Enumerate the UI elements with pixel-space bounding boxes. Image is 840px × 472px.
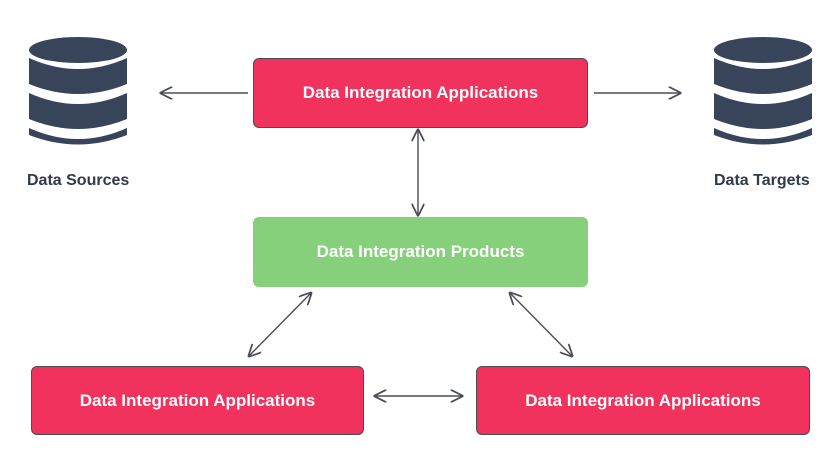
bottom-left-app-box: Data Integration Applications — [31, 366, 364, 435]
arrow-products-bottom-right — [510, 293, 572, 356]
products-box: Data Integration Products — [253, 217, 588, 287]
data-sources-label: Data Sources — [27, 172, 130, 189]
database-icon — [714, 37, 812, 145]
bottom-right-app-label: Data Integration Applications — [525, 390, 761, 410]
top-app-box: Data Integration Applications — [253, 58, 588, 128]
products-label: Data Integration Products — [316, 242, 525, 261]
bottom-left-app-label: Data Integration Applications — [79, 390, 316, 410]
bottom-right-app-box: Data Integration Applications — [476, 366, 810, 435]
top-app-label: Data Integration Applications — [302, 83, 539, 102]
data-targets-label: Data Targets — [714, 172, 810, 189]
arrow-products-bottom-left — [249, 293, 311, 356]
database-icon — [29, 37, 127, 145]
